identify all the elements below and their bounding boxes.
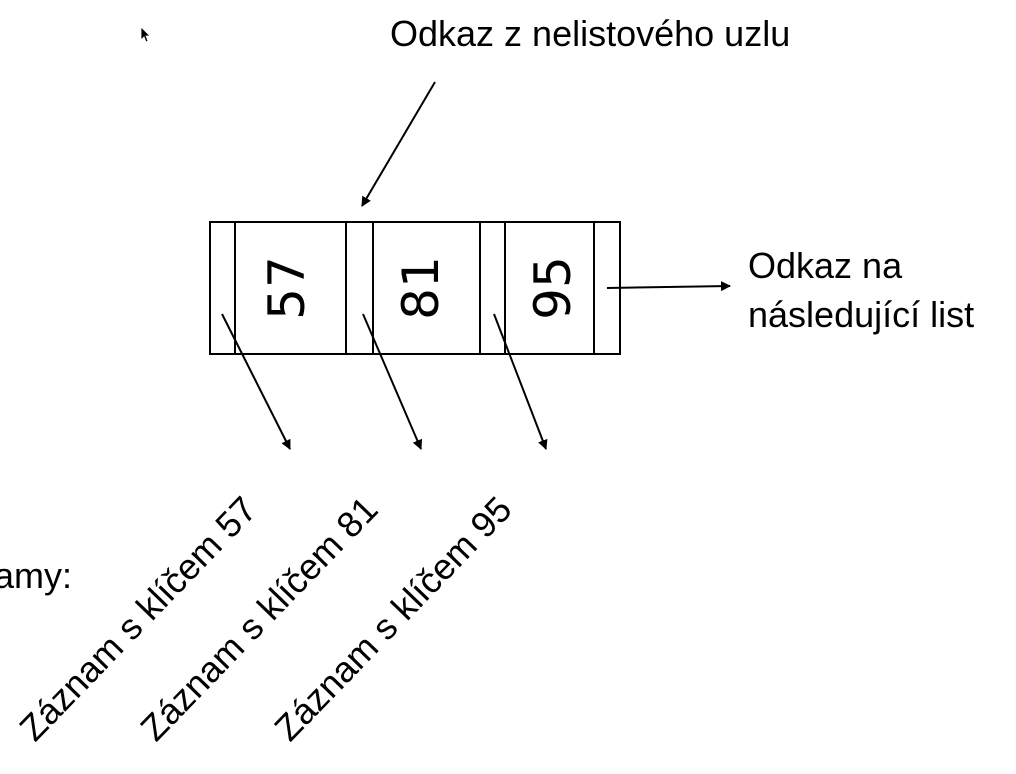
record-label-81: Záznam s klíčem 81 bbox=[132, 488, 385, 748]
record-label-95: Záznam s klíčem 95 bbox=[266, 488, 519, 748]
key-95: 95 bbox=[524, 256, 582, 320]
next-leaf-arrow bbox=[606, 281, 731, 292]
incoming-pointer-label: Odkaz z nelistového uzlu bbox=[390, 13, 790, 54]
incoming-pointer-arrow bbox=[361, 81, 436, 207]
key-57: 57 bbox=[258, 256, 316, 320]
next-leaf-label-line2: následující list bbox=[748, 294, 974, 335]
record-pointer-arrow-95 bbox=[493, 313, 548, 450]
record-label-57: Záznam s klíčem 57 bbox=[11, 488, 264, 748]
leaf-node: 57 81 95 bbox=[209, 221, 621, 355]
record-pointer-arrow-57 bbox=[221, 313, 291, 450]
record-pointer-arrow-81 bbox=[362, 313, 423, 450]
mouse-pointer-icon bbox=[140, 26, 151, 43]
partial-left-text: amy: bbox=[0, 555, 72, 596]
next-leaf-label-line1: Odkaz na bbox=[748, 245, 903, 286]
key-81: 81 bbox=[392, 256, 450, 320]
